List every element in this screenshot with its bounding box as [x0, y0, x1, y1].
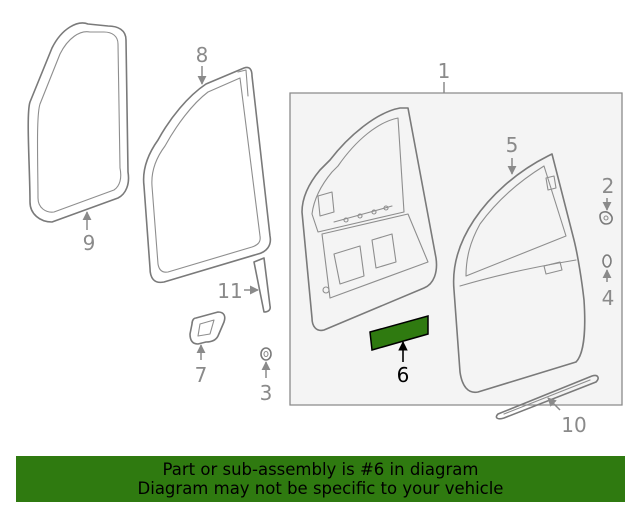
part-8-frame-seal [142, 66, 272, 284]
part-1-door-shell [301, 107, 438, 332]
callout-10: 10 [561, 413, 586, 437]
part-5-outer-panel [452, 153, 586, 394]
door-assembly-box [289, 92, 623, 406]
callout-5: 5 [506, 133, 519, 157]
callout-2: 2 [602, 174, 615, 198]
part-6-panel [369, 315, 429, 351]
part-10-molding [495, 374, 599, 420]
banner-line-2: Diagram may not be specific to your vehi… [137, 479, 504, 498]
callout-6: 6 [397, 363, 410, 387]
callout-4: 4 [602, 286, 615, 310]
info-banner: Part or sub-assembly is #6 in diagram Di… [16, 456, 625, 502]
part-11-trim [253, 257, 271, 313]
banner-line-1: Part or sub-assembly is #6 in diagram [162, 460, 479, 479]
callout-9: 9 [83, 231, 96, 255]
leader-10 [547, 397, 561, 411]
part-4-clip [602, 254, 612, 268]
callout-8: 8 [196, 43, 209, 67]
part-7-handle-bezel [189, 311, 226, 345]
part-2-clip [599, 211, 613, 225]
callout-1: 1 [438, 59, 451, 83]
part-9-weatherstrip [27, 22, 130, 223]
part-3-grommet [260, 347, 272, 361]
callout-3: 3 [260, 381, 273, 405]
callout-7: 7 [195, 363, 208, 387]
parts-diagram: 1 2 3 4 5 6 7 8 9 10 11 [27, 22, 623, 437]
callout-11: 11 [217, 279, 242, 303]
